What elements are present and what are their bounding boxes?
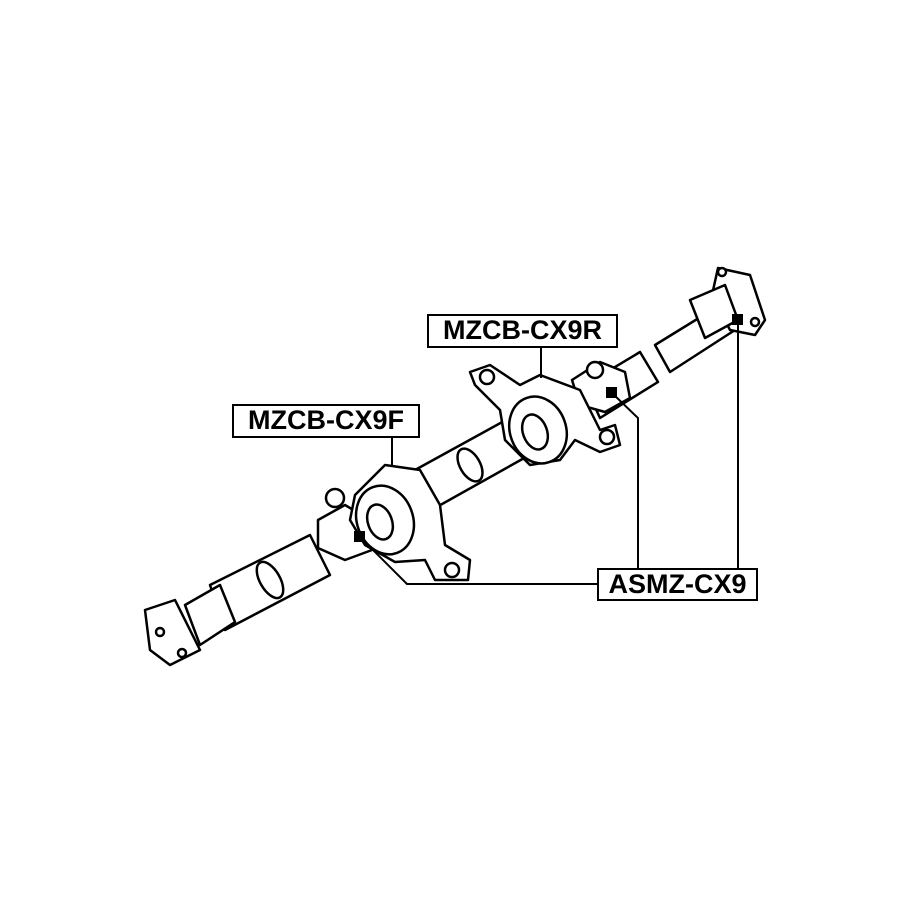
front-flange [143, 598, 202, 667]
leader-line-joint-front [359, 536, 597, 585]
part-label-front-bearing: MZCB-CX9F [232, 404, 420, 438]
leader-lines [359, 320, 739, 585]
part-label-joint: ASMZ-CX9 [597, 568, 758, 601]
part-label-rear-bearing: MZCB-CX9R [427, 314, 618, 348]
callout-markers [354, 314, 743, 542]
marker-middle-joint [606, 387, 617, 398]
marker-rear-joint [732, 314, 743, 325]
rear-center-bearing [468, 363, 622, 467]
rear-flange [688, 266, 767, 340]
shaft-tube-front [183, 533, 332, 647]
leader-line-joint-middle [611, 392, 639, 568]
front-center-bearing [348, 463, 472, 582]
marker-front-joint [354, 531, 365, 542]
